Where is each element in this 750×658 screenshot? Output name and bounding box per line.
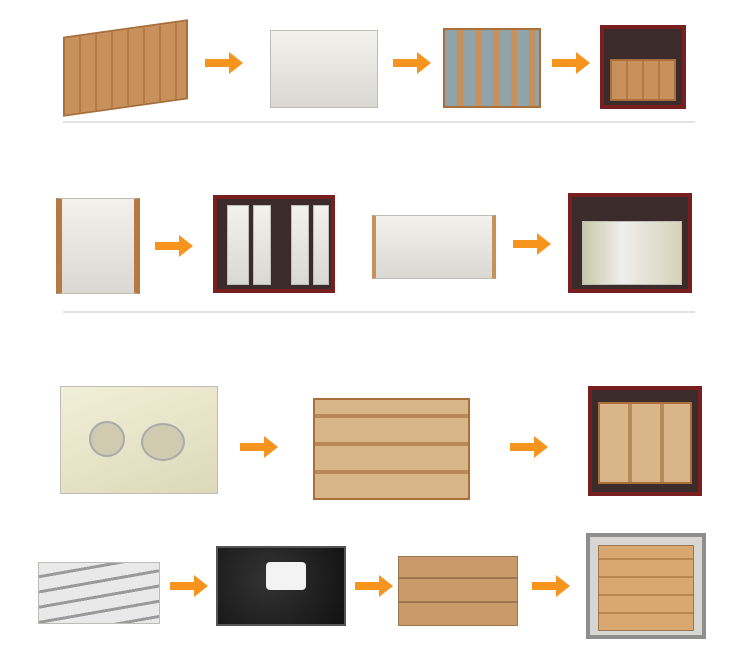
stone-sheets-stack-photo <box>270 30 378 108</box>
arrow-right-icon <box>393 52 431 74</box>
slab <box>291 205 309 285</box>
slab <box>313 205 329 285</box>
arrow-right-icon <box>513 233 551 255</box>
row-divider <box>63 121 695 123</box>
arrow-right-icon <box>355 575 393 597</box>
arrow-right-icon <box>155 235 193 257</box>
slab-bundle-photo <box>372 215 496 279</box>
carton-boxes-photo <box>398 556 518 626</box>
mixed-slabs-container-photo <box>568 193 692 293</box>
sink-hole <box>141 423 185 461</box>
upright-slabs-frame-photo <box>56 198 140 294</box>
arrow-right-icon <box>205 52 243 74</box>
arrow-right-icon <box>552 52 590 74</box>
crated-sheets-photo <box>443 28 541 108</box>
curved-panels-photo <box>38 562 160 624</box>
stacked-crates-photo <box>313 398 470 500</box>
slab <box>227 205 249 285</box>
row-divider <box>63 311 695 313</box>
crates-in-container-photo <box>588 386 702 496</box>
sink <box>266 562 306 590</box>
arrow-right-icon <box>510 436 548 458</box>
cartons-in-container-photo <box>586 533 706 639</box>
slabs-in-container-photo <box>213 195 335 293</box>
crate-in-container <box>610 59 676 101</box>
sink-hole <box>89 421 125 457</box>
loaded-container-photo <box>600 25 686 109</box>
black-countertop-photo <box>216 546 346 626</box>
wooden-crate-photo <box>63 19 188 117</box>
cartons-in-container <box>598 545 694 631</box>
slab <box>582 221 682 285</box>
vanity-top-photo <box>60 386 218 494</box>
slab <box>253 205 271 285</box>
crate-in-container <box>598 402 692 484</box>
arrow-right-icon <box>240 436 278 458</box>
arrow-right-icon <box>170 575 208 597</box>
arrow-right-icon <box>532 575 570 597</box>
